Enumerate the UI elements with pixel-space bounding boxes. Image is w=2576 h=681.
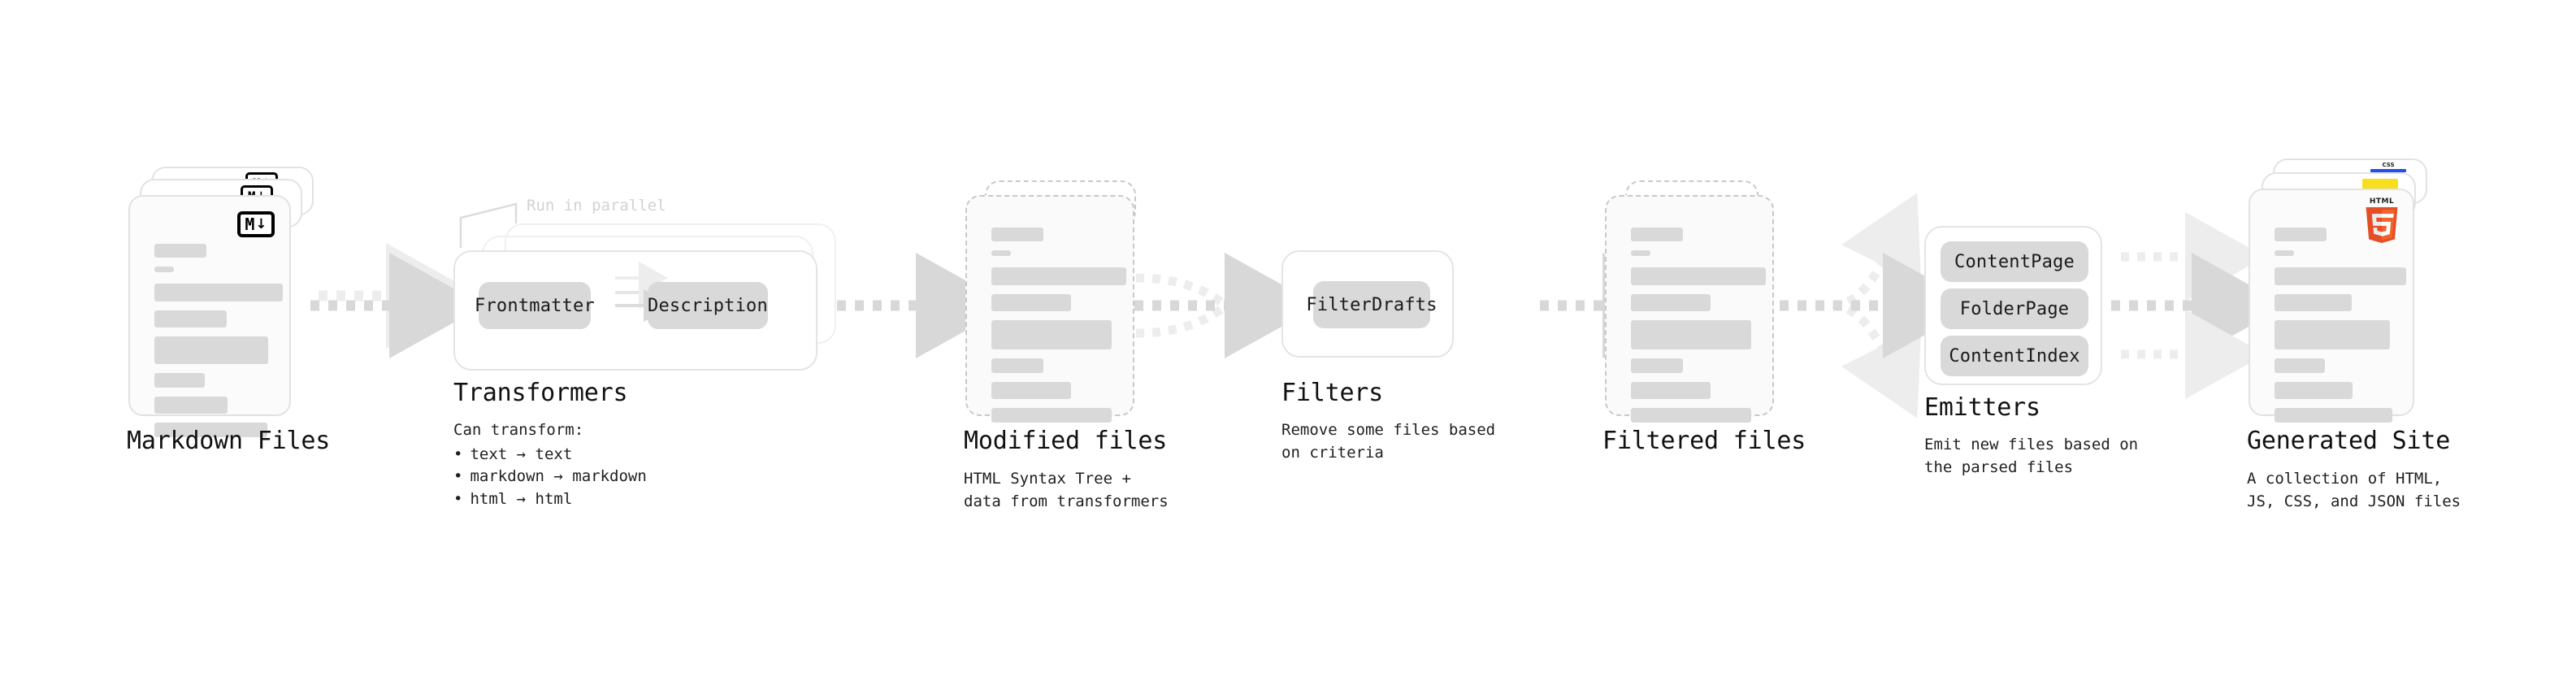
- stage-subtitle-generated-site: A collection of HTML, JS, CSS, and JSON …: [2247, 470, 2461, 510]
- transformer-chip-frontmatter[interactable]: Frontmatter: [475, 282, 595, 329]
- arrow-markdown-to-transformers: [310, 243, 484, 358]
- run-in-parallel-leader: [459, 202, 518, 248]
- css3-badge: CSS: [2370, 162, 2406, 172]
- markdown-badge: M ↓: [237, 211, 275, 237]
- capability-item: markdown → markdown: [453, 466, 646, 488]
- stage-title-generated-site: Generated Site: [2247, 427, 2451, 455]
- transformer-chip-description[interactable]: Description: [648, 282, 768, 329]
- markdown-badge-letter: M: [245, 215, 254, 234]
- stage-title-filtered-files: Filtered files: [1602, 427, 1806, 455]
- emitters-panel: ContentPage FolderPage ContentIndex: [1924, 226, 2102, 385]
- stage-subtitle-emitters: Emit new files based on the parsed files: [1924, 436, 2139, 476]
- emitter-chip-contentindex[interactable]: ContentIndex: [1941, 336, 2088, 376]
- css3-bar: [2370, 169, 2406, 172]
- chip-label: Frontmatter: [475, 295, 595, 316]
- filter-chip-filterdrafts[interactable]: FilterDrafts: [1306, 281, 1437, 328]
- stage-subtitle-modified-files: HTML Syntax Tree + data from transformer…: [964, 470, 1169, 510]
- html5-label: HTML: [2369, 197, 2395, 206]
- arrow-filtered-to-emitters: [1780, 193, 1978, 419]
- chip-label: ContentIndex: [1949, 345, 2080, 367]
- chip-label: FilterDrafts: [1306, 294, 1438, 315]
- capability-item: html → html: [453, 488, 647, 511]
- placeholder-lines: [1631, 228, 1766, 432]
- filtered-file-front: [1605, 195, 1774, 423]
- stage-title-markdown-files: Markdown Files: [127, 427, 331, 455]
- stage-title-emitters: Emitters: [1924, 393, 2040, 422]
- modified-file-front: [965, 195, 1134, 423]
- arrow-modified-to-filters: [1134, 253, 1320, 358]
- generated-file-front-html: HTML: [2249, 189, 2414, 423]
- css3-label: CSS: [2382, 162, 2395, 168]
- html5-shield: [2364, 207, 2400, 243]
- html5-badge: HTML: [2362, 197, 2401, 243]
- stage-subtitle-filters: Remove some files based on criteria: [1281, 421, 1496, 462]
- placeholder-lines: [154, 244, 283, 446]
- stage-title-modified-files: Modified files: [964, 427, 1168, 455]
- chip-label: FolderPage: [1959, 298, 2070, 319]
- emitter-chip-folderpage[interactable]: FolderPage: [1941, 288, 2088, 329]
- run-in-parallel-note: Run in parallel: [527, 197, 666, 215]
- capability-item: text → text: [453, 444, 647, 466]
- chip-label: ContentPage: [1954, 251, 2075, 272]
- placeholder-lines: [2275, 228, 2406, 432]
- capability-items: text → text markdown → markdown html → h…: [453, 444, 647, 511]
- emitter-chip-contentpage[interactable]: ContentPage: [1941, 241, 2088, 282]
- capability-list-header: Can transform:: [453, 421, 584, 439]
- markdown-file-front: M ↓: [128, 195, 291, 437]
- arrow-emitters-to-site: [2111, 212, 2287, 399]
- transformers-capability-list: Can transform: text → text markdown → ma…: [453, 419, 647, 510]
- placeholder-lines: [991, 228, 1126, 432]
- stage-title-transformers: Transformers: [453, 379, 628, 407]
- stage-title-filters: Filters: [1281, 379, 1384, 407]
- markdown-badge-arrow: ↓: [255, 215, 267, 232]
- chip-label: Description: [648, 295, 768, 316]
- filters-panel: FilterDrafts: [1281, 250, 1454, 358]
